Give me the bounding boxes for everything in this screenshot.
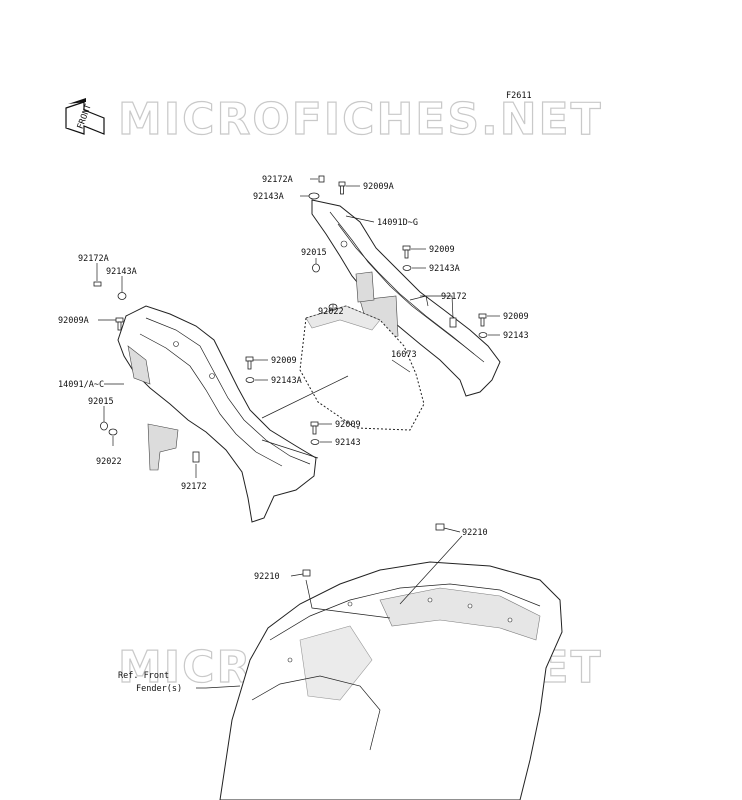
label-92009-b: 92009 [503, 312, 529, 322]
label-92015-upper: 92015 [301, 248, 327, 258]
label-92009-d: 92009 [335, 420, 361, 430]
label-14091-A-C: 14091/A~C [58, 380, 104, 390]
label-92172-upper: 92172 [441, 292, 467, 302]
label-16073: 16073 [391, 350, 417, 360]
label-92009A-left: 92009A [58, 316, 89, 326]
label-14091D-G: 14091D~G [377, 218, 418, 228]
leader-lines [96, 178, 500, 689]
label-92143-upper: 92143 [503, 331, 529, 341]
label-92143A-upper: 92143A [253, 192, 284, 202]
panel-16073 [299, 305, 425, 431]
figure-id: F2611 [506, 91, 532, 101]
label-92172-lower: 92172 [181, 482, 207, 492]
label-92009-c: 92009 [271, 356, 297, 366]
ref-note-line1: Ref. Front [118, 671, 169, 681]
label-92009A-upper: 92009A [363, 182, 394, 192]
label-92143A-left: 92143A [106, 267, 137, 277]
front-fender [219, 561, 563, 800]
part-labels: 92172A 92009A 92143A 14091D~G 92015 9200… [58, 175, 529, 694]
label-92022-upper: 92022 [318, 307, 344, 317]
left-side-cover [117, 305, 317, 523]
watermark-top: MICROFICHES.NET [118, 94, 603, 145]
fastener-icons [93, 175, 488, 577]
label-92143-lower: 92143 [335, 438, 361, 448]
label-92009-a: 92009 [429, 245, 455, 255]
ref-note-line2: Fender(s) [136, 684, 182, 694]
label-92022-left: 92022 [96, 457, 122, 467]
label-92015-left: 92015 [88, 397, 114, 407]
label-92172A-upper: 92172A [262, 175, 293, 185]
label-92143A-mid: 92143A [429, 264, 460, 274]
label-92172A-left: 92172A [78, 254, 109, 264]
label-92210-right: 92210 [462, 528, 488, 538]
front-arrow-icon: FRONT [65, 98, 105, 135]
label-92143A-lower: 92143A [271, 376, 302, 386]
label-92210-left: 92210 [254, 572, 280, 582]
